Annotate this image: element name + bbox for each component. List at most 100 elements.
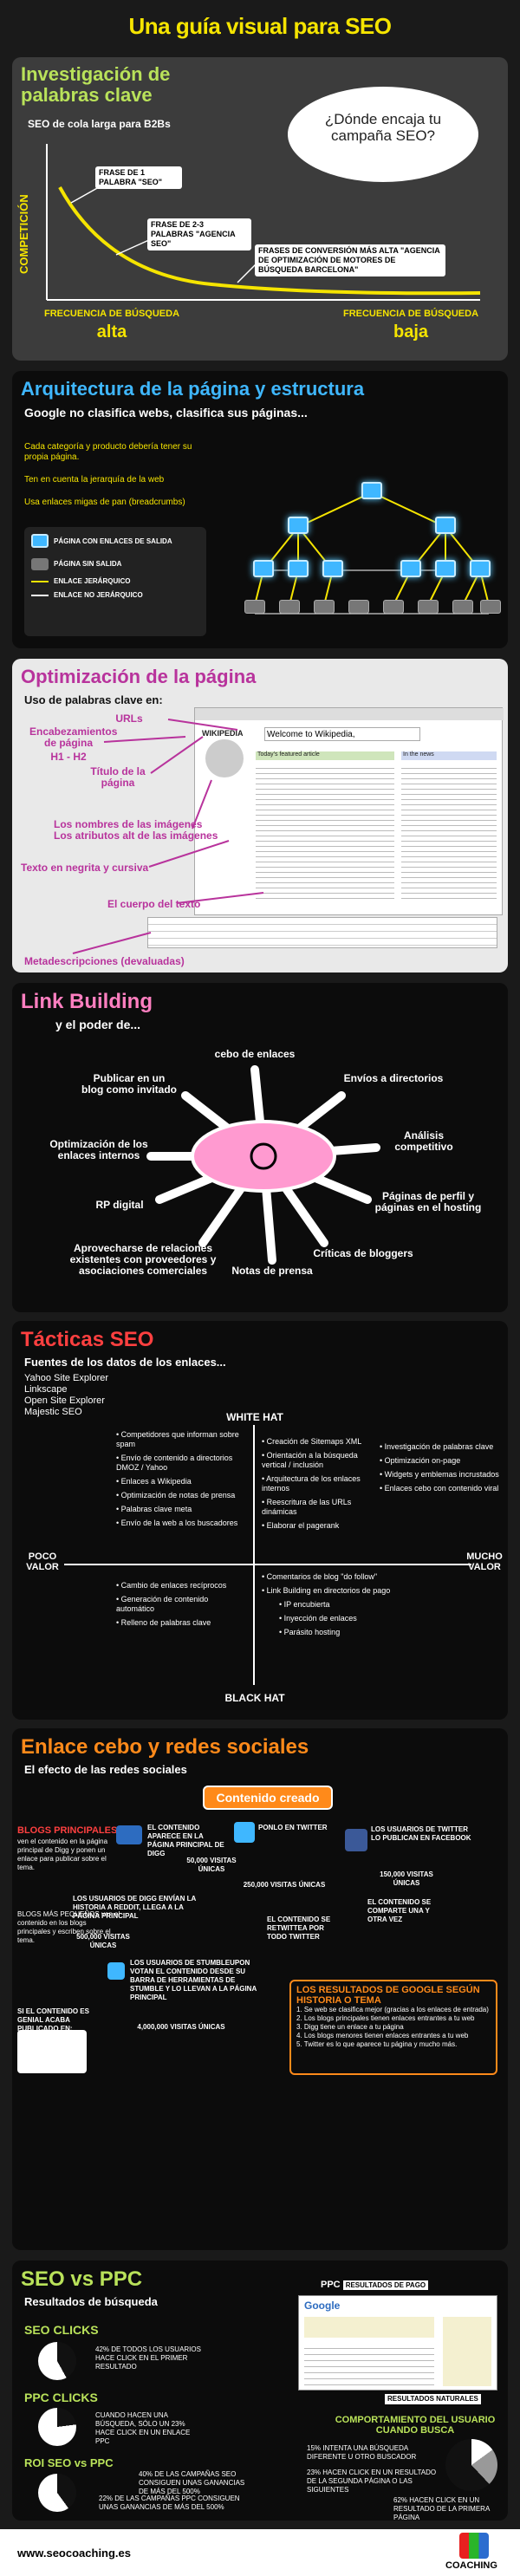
tree-leaf [418,600,439,614]
tip-3: Usa enlaces migas de pan (breadcrumbs) [24,498,185,507]
tree-leaf [348,600,369,614]
label-urls: URLs [64,712,194,725]
section-onpage: Optimización de la página Uso de palabra… [12,659,508,973]
wiki-brand: WIKIPEDIA [202,729,244,738]
tree-node [288,560,309,577]
q-item: Orientación a la búsqueda vertical / inc… [262,1451,374,1470]
spoke-6: Notas de prensa [231,1265,313,1277]
phrase-2: FRASE DE 2-3 PALABRAS "AGENCIA SEO" [147,218,251,250]
facebook-icon [345,1829,367,1851]
ppc-clicks-label: PPC CLICKS [24,2391,98,2404]
y-axis-label: COMPETICIÓN [17,194,30,274]
q-item: Generación de contenido automático [116,1595,246,1614]
spoke-1: cebo de enlaces [214,1048,296,1060]
quadrant-2a: Creación de Sitemaps XML Orientación a la… [262,1437,374,1535]
seo-clicks-text: 42% DE TODOS LOS USUARIOS HACE CLICK EN … [95,2345,201,2371]
x-val-right: baja [393,322,429,342]
label-title: Título de la página [90,765,146,789]
label-urls-text: URLs [115,712,143,725]
footer-url[interactable]: www.seocoaching.es [17,2547,132,2560]
wiki-news: In the news [401,751,497,760]
tree-node [361,482,382,499]
title-bar: Una guía visual para SEO [0,0,520,52]
ppc-tag-text: PPC [321,2280,341,2290]
result-item: 4. Los blogs menores tienen enlaces entr… [296,2032,469,2039]
x-label-right: FRECUENCIA DE BÚSQUEDA [342,309,479,319]
wiki-side [401,764,497,902]
q-item: Creación de Sitemaps XML [262,1437,374,1447]
tool: Majestic SEO [24,1407,82,1417]
section-heading: Tácticas SEO [21,1328,154,1351]
syndication-text: SI EL CONTENIDO ES GENIAL ACABA PUBLICAD… [17,2007,89,2033]
behaviour-pie [445,2439,497,2491]
visits-5: 4,000,000 VISITAS ÚNICAS [137,2023,225,2031]
label-img-alts: Los atributos alt de las imágenes [54,829,218,842]
section-sub: El efecto de las redes sociales [24,1763,187,1776]
legend-nonhier-icon [31,595,49,596]
tree-leaf [279,600,300,614]
label-meta: Metadescripciones (devaluadas) [24,955,185,967]
behaviour-title: COMPORTAMIENTO DEL USUARIO CUANDO BUSCA [335,2415,496,2436]
tree-leaf [383,600,404,614]
spoke-8: RP digital [95,1199,144,1211]
serp-snippet [147,917,497,948]
visits-2: 250,000 VISITAS ÚNICAS [243,1881,326,1889]
v-axis [253,1425,255,1685]
digg-icon [116,1825,142,1844]
legend-hier-icon [31,581,49,582]
q-item: Parásito hosting [279,1628,435,1637]
quadrant-2b: Investigación de palabras claveOptimizac… [380,1442,501,1498]
spoke-7: Aprovecharse de relaciones existentes co… [69,1242,217,1277]
behav-3: 62% HACEN CLICK EN UN RESULTADO DE LA PR… [393,2496,490,2521]
digg-text: EL CONTENIDO APARECE EN LA PÁGINA PRINCI… [147,1824,224,1857]
quadrant-1: Competidores que informan sobre spamEnví… [116,1430,246,1532]
wiki-globe-icon [205,739,244,777]
q-item: Optimización on-page [380,1456,501,1466]
footer-brand: COACHING [445,2560,497,2571]
q-item: Elaborar el pagerank [262,1521,374,1531]
section-heading: Optimización de la página [21,666,257,687]
section-keyword-research: Investigación de palabras clave SEO de c… [12,57,508,361]
tree-leaf [314,600,335,614]
section-heading: Arquitectura de la página y estructura [21,378,365,400]
label-headings: Encabezamientos de página [29,725,118,749]
visits-3: 150,000 VISITAS ÚNICAS [380,1870,433,1887]
ppc-results [304,2317,434,2338]
q-item: IP encubierta [279,1600,435,1610]
stumble-text: LOS USUARIOS DE STUMBLEUPON VOTAN EL CON… [130,1959,257,2001]
footer: www.seocoaching.es COACHING [0,2529,520,2576]
twitter-text: PONLO EN TWITTER [258,1824,328,1831]
tree-leaf [452,600,473,614]
tree-leaf [480,600,501,614]
section-heading: SEO vs PPC [21,2267,143,2291]
section-sub: y el poder de... [55,1018,141,1031]
q-item: Arquitectura de los enlaces internos [262,1474,374,1493]
q-item: Competidores que informan sobre spam [116,1430,246,1449]
natural-results [304,2343,434,2386]
result-item: 1. Se web se clasifica mejor (gracias a … [296,2006,489,2013]
label-bold: Texto en negrita y cursiva [21,862,149,874]
natural-tag: RESULTADOS NATURALES [385,2394,481,2404]
tree-node [400,560,421,577]
q-item: Cambio de enlaces recíprocos [116,1581,246,1590]
roi-label: ROI SEO vs PPC [24,2456,114,2469]
seo-clicks-pie [38,2342,76,2380]
visits-4: 500,000 VISITAS ÚNICAS [76,1933,130,1949]
tree-node [288,517,309,534]
tip-1: Cada categoría y producto debería tener … [24,442,192,462]
q-item: Inyección de enlaces [279,1614,435,1623]
result-item: 5. Twitter es lo que aparece tu página y… [296,2040,458,2048]
tree-node [435,517,456,534]
spoke-3: Análisis competitivo [394,1129,453,1153]
google-logo: Google [304,2300,341,2312]
q-item: Investigación de palabras clave [380,1442,501,1452]
results-title: LOS RESULTADOS DE GOOGLE SEGÚN HISTORIA … [296,1985,480,2006]
google-serp: Google [298,2295,497,2391]
spoke-5: Críticas de bloggers [313,1247,413,1259]
section-sub: Fuentes de los datos de los enlaces... [24,1356,226,1369]
wiki-featured: Today's featured article [256,751,394,760]
fb-text: LOS USUARIOS DE TWITTER LO PUBLICAN EN F… [371,1825,471,1842]
q-item: Enlaces a Wikipedia [116,1477,246,1486]
blogs-text: ven el contenido en la página principal … [17,1838,108,1871]
wiki-body [256,764,394,902]
